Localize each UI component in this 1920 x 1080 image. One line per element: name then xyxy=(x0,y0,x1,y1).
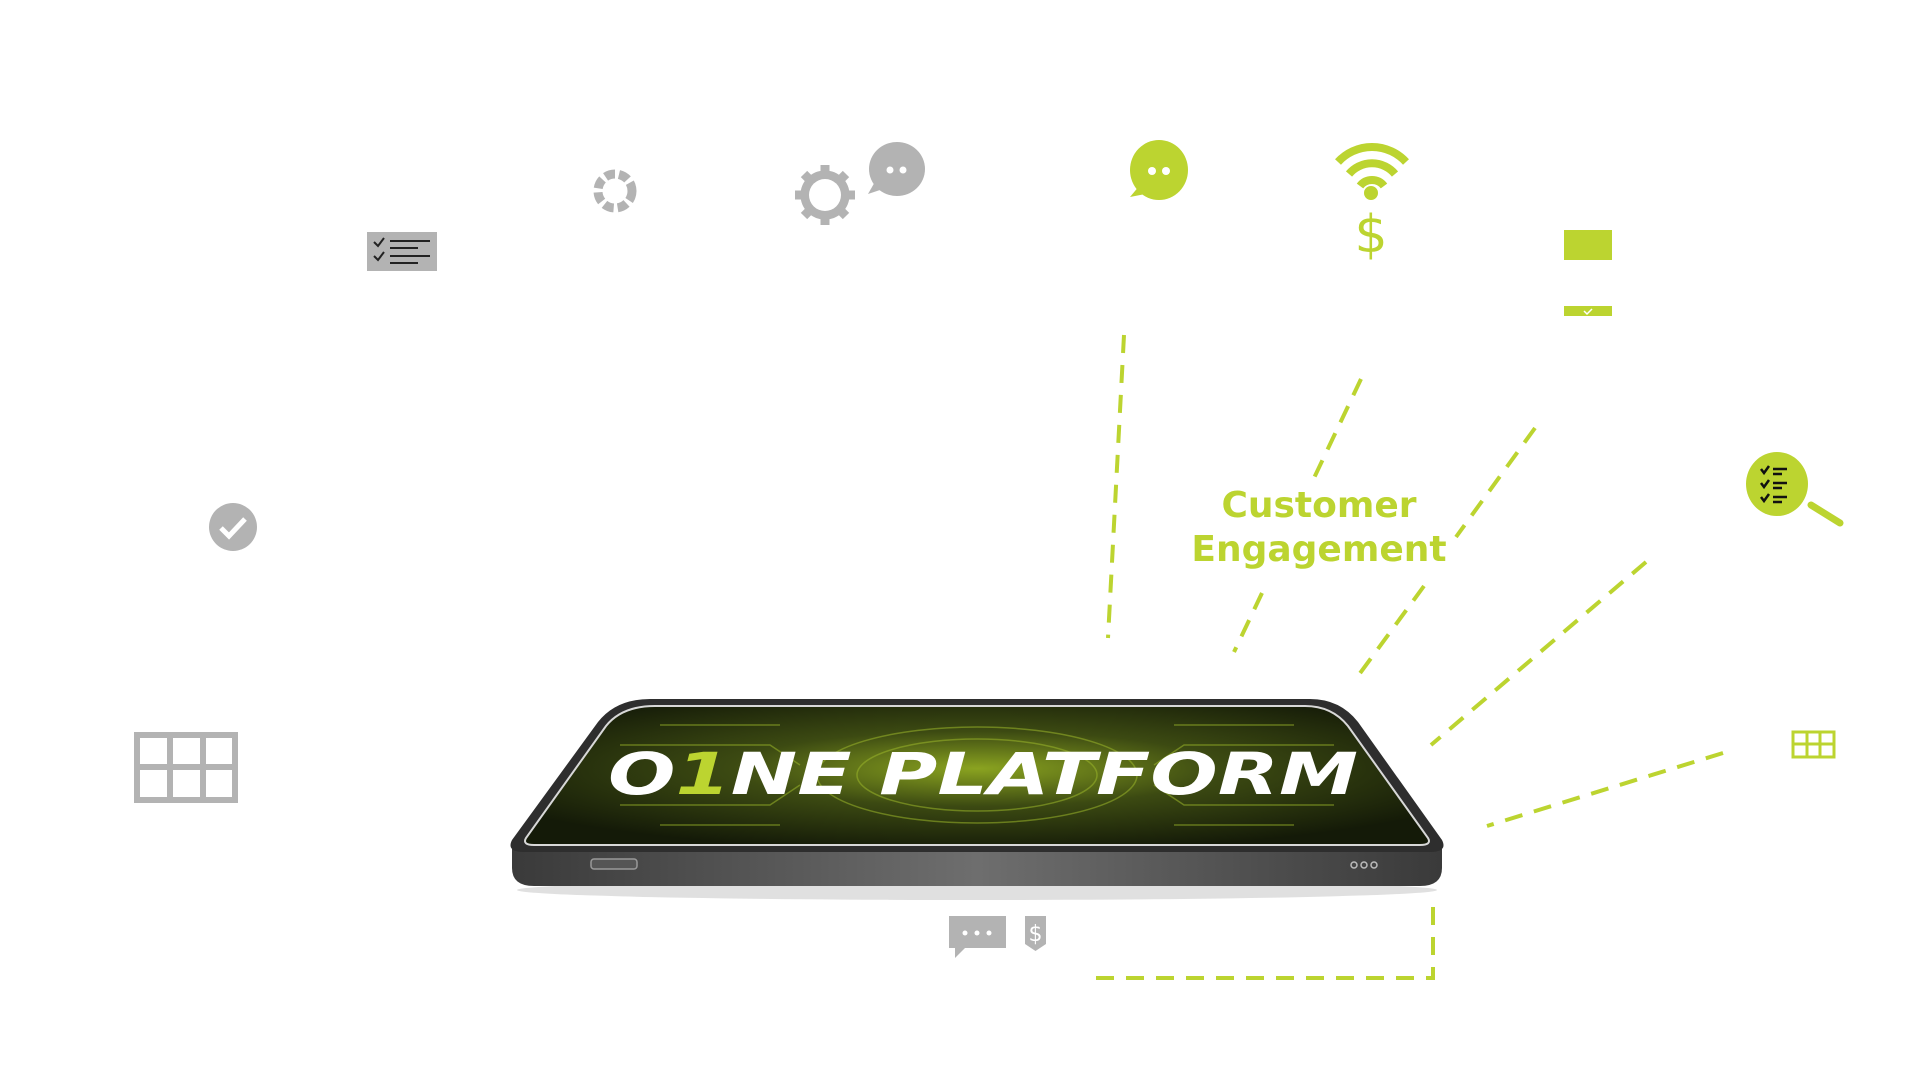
grid-icon xyxy=(1791,730,1836,759)
connector-line xyxy=(1090,907,1435,980)
chat-bubble-icon xyxy=(1130,140,1188,200)
price-tag-icon: $ xyxy=(1025,916,1046,951)
check-circle-icon xyxy=(209,503,257,551)
connector-line xyxy=(1232,592,1264,653)
headline-line1: Customer xyxy=(1221,485,1416,526)
wifi-payment-icon: $ xyxy=(1335,142,1409,265)
chat-ellipsis-icon xyxy=(949,916,1006,958)
gear-icon xyxy=(795,165,855,225)
price-tag-dollar: $ xyxy=(1029,922,1043,947)
chat-bubble-icon xyxy=(868,142,925,196)
checklist-icon xyxy=(367,232,437,271)
grid-icon xyxy=(134,732,238,803)
home-button xyxy=(590,858,638,870)
form-check-icon xyxy=(1564,230,1612,316)
connector-line xyxy=(1106,334,1126,639)
connector-line xyxy=(1486,751,1724,828)
connector-line xyxy=(1312,378,1363,479)
search-checklist-icon xyxy=(1746,452,1844,527)
dollar-sign: $ xyxy=(1354,205,1387,265)
headline-line2: Engagement xyxy=(1191,529,1446,570)
gear-icon xyxy=(593,169,637,213)
connector-line xyxy=(1356,584,1426,678)
connector-line xyxy=(1454,426,1537,539)
speaker-dots xyxy=(1350,861,1378,869)
connector-line xyxy=(1429,560,1648,747)
connector-lines xyxy=(1090,334,1724,980)
